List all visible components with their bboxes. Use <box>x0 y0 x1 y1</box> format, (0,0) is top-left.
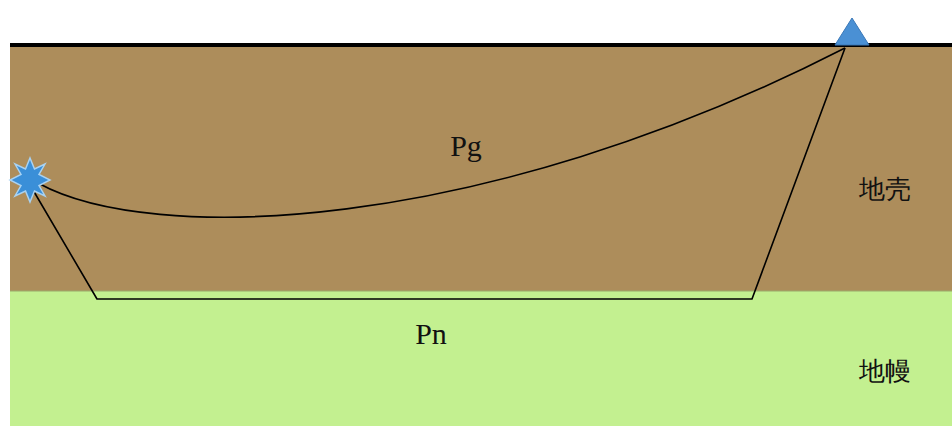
pg-ray <box>38 48 845 217</box>
label-holder: Pg <box>450 128 482 164</box>
seismic-station <box>835 18 869 45</box>
moho-boundary <box>10 291 952 292</box>
ground-surface <box>10 43 952 47</box>
layer-name: 地幔 <box>859 356 911 387</box>
pn-ray-label: Pn <box>415 316 447 352</box>
mantle-fill <box>10 291 952 426</box>
crust-fill <box>10 47 952 292</box>
earthquake-source <box>10 158 50 202</box>
crust-band: 地壳 <box>10 47 952 291</box>
pg-ray-label: Pg <box>450 128 482 164</box>
mantle-band: 地幔 <box>10 291 952 426</box>
layer-name: 地壳 <box>859 174 911 205</box>
label-holder: Pn <box>415 316 447 352</box>
pn-ray <box>33 48 845 299</box>
